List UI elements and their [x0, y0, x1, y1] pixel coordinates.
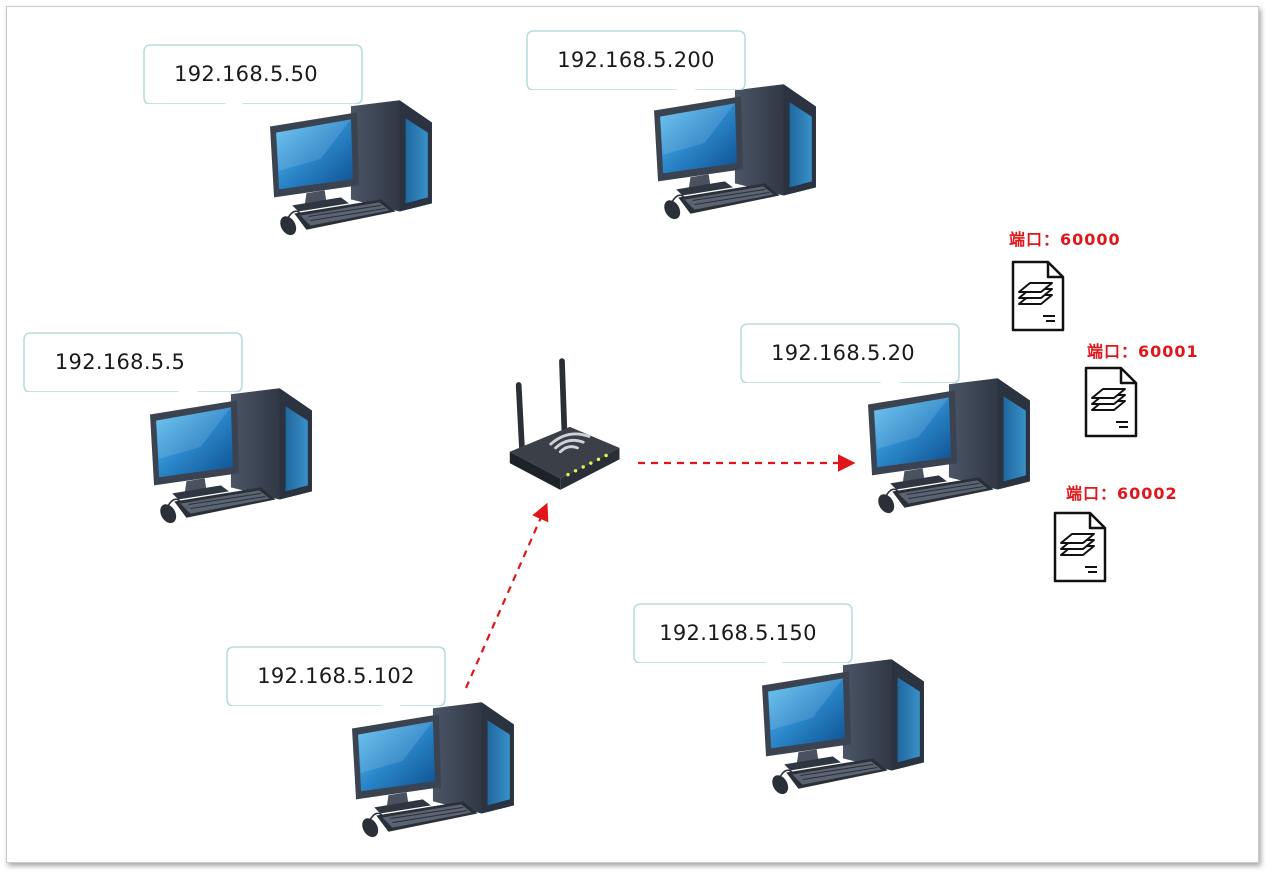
- computer-icon: [654, 82, 826, 224]
- document-stack-icon: [1083, 365, 1139, 439]
- port-label: 端口：60001: [1087, 342, 1199, 361]
- arrow-client-to-router: [464, 502, 549, 689]
- port-label: 端口：60002: [1066, 484, 1178, 503]
- computer-icon: [270, 98, 442, 240]
- computer-icon: [150, 386, 322, 528]
- ip-label: 192.168.5.50: [174, 62, 318, 86]
- ip-label: 192.168.5.102: [257, 664, 415, 688]
- ip-label: 192.168.5.5: [54, 350, 186, 374]
- document-stack-icon: [1052, 510, 1108, 584]
- router-icon: [505, 358, 629, 492]
- port-label: 端口：60000: [1009, 230, 1121, 249]
- ip-label: 192.168.5.20: [771, 341, 915, 365]
- computer-icon: [352, 700, 524, 842]
- computer-icon: [868, 376, 1040, 518]
- ip-label: 192.168.5.150: [659, 621, 817, 645]
- document-stack-icon: [1010, 259, 1066, 333]
- computer-icon: [762, 657, 934, 799]
- ip-label: 192.168.5.200: [557, 48, 715, 72]
